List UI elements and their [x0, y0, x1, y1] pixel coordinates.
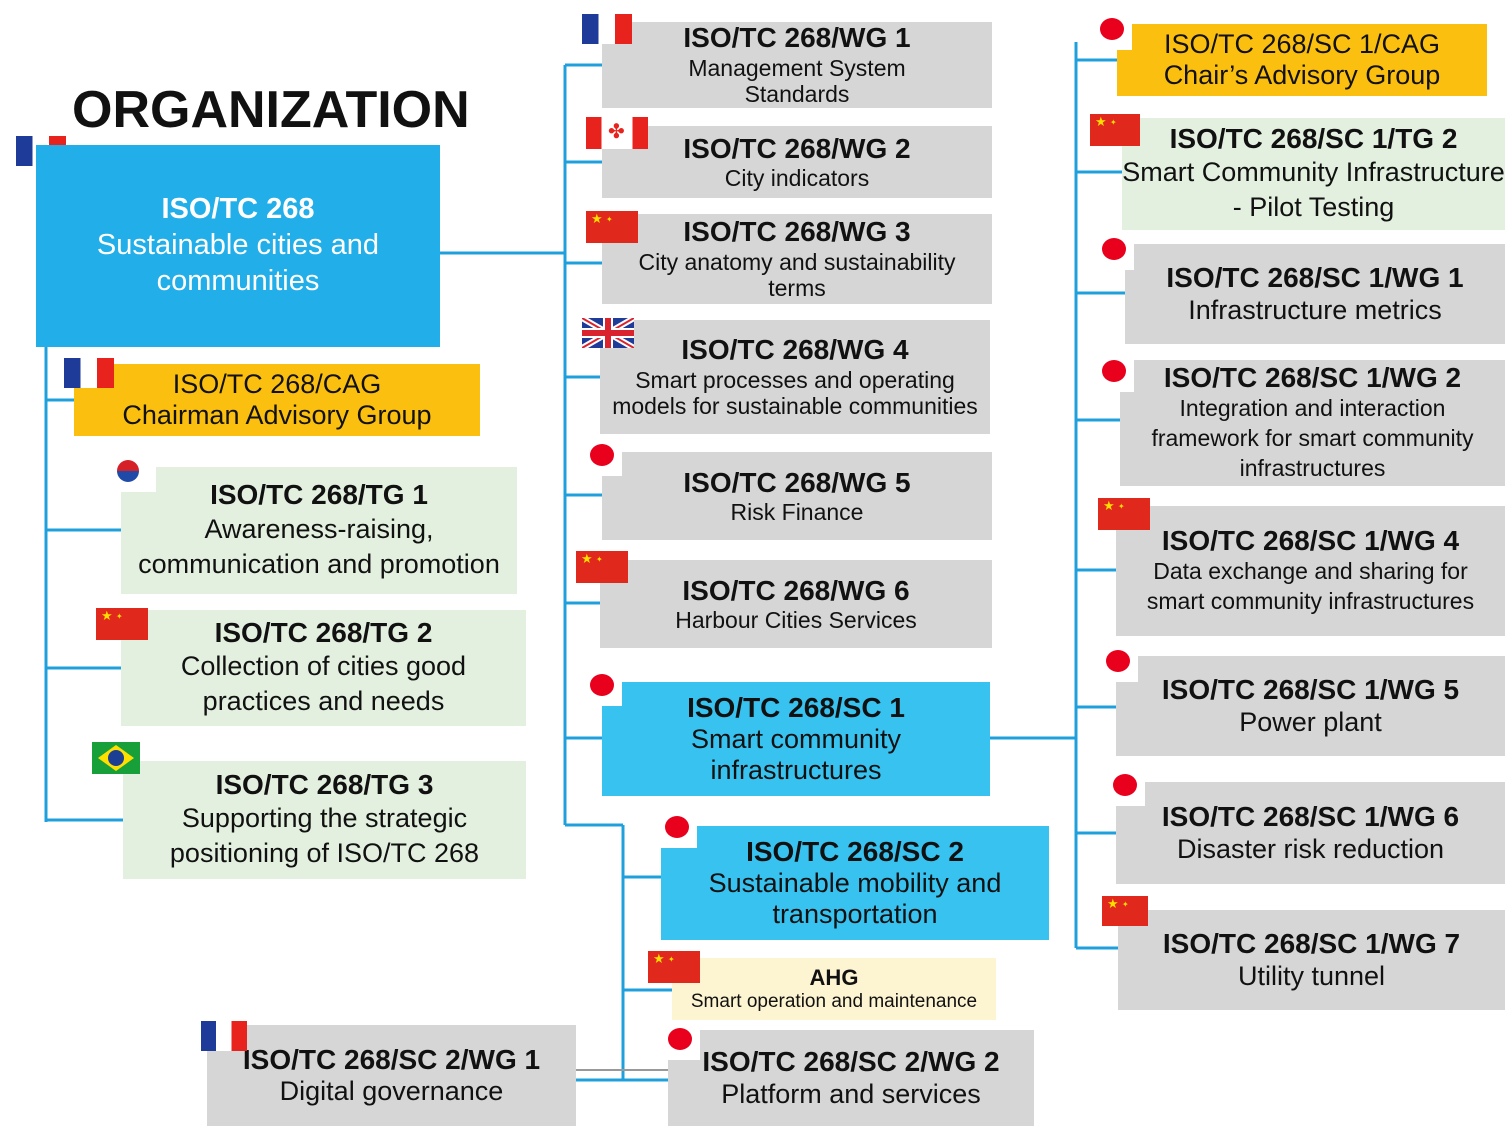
japan-flag — [664, 1024, 700, 1060]
sc1-wg2-box: ISO/TC 268/SC 1/WG 2 Integration and int… — [1120, 360, 1505, 486]
tg1-box: ISO/TC 268/TG 1 Awareness-raising, commu… — [121, 467, 517, 594]
wg3-desc: City anatomy and sustainability terms — [638, 248, 956, 302]
china-flag — [1098, 498, 1150, 530]
ahg-desc: Smart operation and maintenance — [690, 990, 978, 1012]
canada-flag — [586, 117, 648, 149]
wg1-desc: Management System Standards — [688, 54, 906, 108]
sc1-wg4-desc: Data exchange and sharing for smart comm… — [1146, 558, 1475, 615]
tg1-code: ISO/TC 268/TG 1 — [210, 479, 428, 511]
wg3-code: ISO/TC 268/WG 3 — [683, 216, 911, 248]
sc2-code: ISO/TC 268/SC 2 — [746, 835, 964, 867]
tg3-code: ISO/TC 268/TG 3 — [215, 768, 434, 800]
sc1-wg6-box: ISO/TC 268/SC 1/WG 6 Disaster risk reduc… — [1116, 782, 1505, 884]
sc1-wg5-code: ISO/TC 268/SC 1/WG 5 — [1161, 674, 1460, 706]
china-flag — [96, 608, 148, 640]
wg1-box: ISO/TC 268/WG 1 Management System Standa… — [602, 22, 992, 108]
sc2-wg1-desc: Digital governance — [279, 1076, 504, 1107]
sc2-wg1-box: ISO/TC 268/SC 2/WG 1 Digital governance — [207, 1025, 576, 1126]
tg2-code: ISO/TC 268/TG 2 — [214, 616, 433, 648]
south-korea-flag — [100, 452, 156, 492]
sc1-wg6-desc: Disaster risk reduction — [1176, 833, 1445, 864]
china-flag — [1090, 114, 1140, 146]
sc1-wg7-code: ISO/TC 268/SC 1/WG 7 — [1162, 928, 1461, 960]
uk-flag — [582, 318, 634, 348]
sc1-wg7-desc: Utility tunnel — [1237, 960, 1386, 991]
china-flag — [1102, 896, 1148, 926]
china-flag — [648, 951, 700, 983]
tg3-desc: Supporting the strategic positioning of … — [169, 803, 480, 869]
sc1-wg4-box: ISO/TC 268/SC 1/WG 4 Data exchange and s… — [1116, 506, 1505, 636]
wg6-code: ISO/TC 268/WG 6 — [682, 574, 910, 606]
sc1-wg7-box: ISO/TC 268/SC 1/WG 7 Utility tunnel — [1118, 910, 1505, 1010]
wg2-box: ISO/TC 268/WG 2 City indicators — [602, 126, 992, 198]
wg5-code: ISO/TC 268/WG 5 — [683, 466, 911, 498]
sc1-wg2-desc: Integration and interaction framework fo… — [1151, 395, 1474, 482]
wg6-desc: Harbour Cities Services — [675, 606, 917, 633]
cag-code: ISO/TC 268/CAG — [172, 368, 382, 399]
sc1-wg2-code: ISO/TC 268/SC 1/WG 2 — [1163, 362, 1462, 394]
japan-flag — [1098, 234, 1134, 270]
wg1-code: ISO/TC 268/WG 1 — [683, 22, 911, 54]
japan-flag — [1109, 770, 1145, 806]
sc1-wg6-code: ISO/TC 268/SC 1/WG 6 — [1161, 801, 1460, 833]
wg2-code: ISO/TC 268/WG 2 — [683, 132, 911, 164]
sc2-wg1-code: ISO/TC 268/SC 2/WG 1 — [242, 1043, 541, 1075]
tc268-box: ISO/TC 268 Sustainable cities and commun… — [36, 145, 440, 347]
tc268-code: ISO/TC 268 — [161, 192, 315, 225]
japan-flag — [1096, 14, 1132, 50]
page-title: ORGANIZATION — [72, 81, 470, 139]
tg3-box: ISO/TC 268/TG 3 Supporting the strategic… — [123, 761, 526, 879]
brazil-flag — [92, 742, 140, 774]
wg6-box: ISO/TC 268/WG 6 Harbour Cities Services — [600, 560, 992, 648]
japan-flag — [1102, 646, 1138, 682]
france-flag — [582, 14, 632, 44]
wg5-desc: Risk Finance — [730, 498, 864, 525]
wg2-desc: City indicators — [724, 164, 870, 191]
sc2-wg2-desc: Platform and services — [721, 1078, 981, 1109]
sc1-cag-box: ISO/TC 268/SC 1/CAG Chair’s Advisory Gro… — [1117, 24, 1487, 96]
sc2-wg2-code: ISO/TC 268/SC 2/WG 2 — [702, 1046, 1000, 1078]
wg3-box: ISO/TC 268/WG 3 City anatomy and sustain… — [602, 214, 992, 304]
cag-desc: Chairman Advisory Group — [122, 400, 432, 430]
ahg-box: AHG Smart operation and maintenance — [672, 958, 996, 1020]
sc1-wg5-desc: Power plant — [1239, 706, 1382, 737]
sc2-desc: Sustainable mobility and transportation — [708, 868, 1002, 930]
sc1-wg1-desc: Infrastructure metrics — [1188, 294, 1442, 325]
sc1-wg5-box: ISO/TC 268/SC 1/WG 5 Power plant — [1116, 656, 1505, 756]
wg4-desc: Smart processes and operating models for… — [612, 366, 978, 420]
japan-flag — [586, 440, 622, 476]
china-flag — [576, 551, 628, 583]
cag-box: ISO/TC 268/CAG Chairman Advisory Group — [74, 364, 480, 436]
sc1-code: ISO/TC 268/SC 1 — [687, 691, 905, 723]
tg2-desc: Collection of cities good practices and … — [180, 651, 467, 717]
sc1-desc: Smart community infrastructures — [690, 724, 902, 786]
japan-flag — [1098, 356, 1134, 392]
sc1-wg4-code: ISO/TC 268/SC 1/WG 4 — [1161, 525, 1460, 557]
wg4-box: ISO/TC 268/WG 4 Smart processes and oper… — [600, 320, 990, 434]
ahg-code: AHG — [809, 965, 859, 991]
sc1-wg1-box: ISO/TC 268/SC 1/WG 1 Infrastructure metr… — [1125, 244, 1505, 344]
tg1-desc: Awareness-raising, communication and pro… — [138, 513, 500, 579]
china-flag — [586, 211, 638, 243]
sc1-wg1-code: ISO/TC 268/SC 1/WG 1 — [1166, 262, 1464, 294]
sc1-tg2-desc: Smart Community Infrastructure - Pilot T… — [1122, 157, 1505, 223]
sc1-cag-desc: Chair’s Advisory Group — [1163, 60, 1441, 90]
france-flag — [201, 1021, 247, 1051]
france-flag — [64, 358, 114, 388]
sc2-wg2-box: ISO/TC 268/SC 2/WG 2 Platform and servic… — [668, 1030, 1034, 1126]
tc268-desc: Sustainable cities and communities — [96, 229, 380, 297]
wg4-code: ISO/TC 268/WG 4 — [681, 334, 909, 366]
japan-flag — [586, 670, 622, 706]
tg2-box: ISO/TC 268/TG 2 Collection of cities goo… — [121, 610, 526, 726]
sc2-box: ISO/TC 268/SC 2 Sustainable mobility and… — [661, 826, 1049, 940]
sc1-tg2-code: ISO/TC 268/SC 1/TG 2 — [1169, 122, 1458, 154]
sc1-cag-code: ISO/TC 268/SC 1/CAG — [1163, 28, 1441, 59]
japan-flag — [661, 812, 697, 848]
wg5-box: ISO/TC 268/WG 5 Risk Finance — [602, 452, 992, 540]
sc1-tg2-box: ISO/TC 268/SC 1/TG 2 Smart Community Inf… — [1122, 118, 1505, 230]
sc1-box: ISO/TC 268/SC 1 Smart community infrastr… — [602, 682, 990, 796]
